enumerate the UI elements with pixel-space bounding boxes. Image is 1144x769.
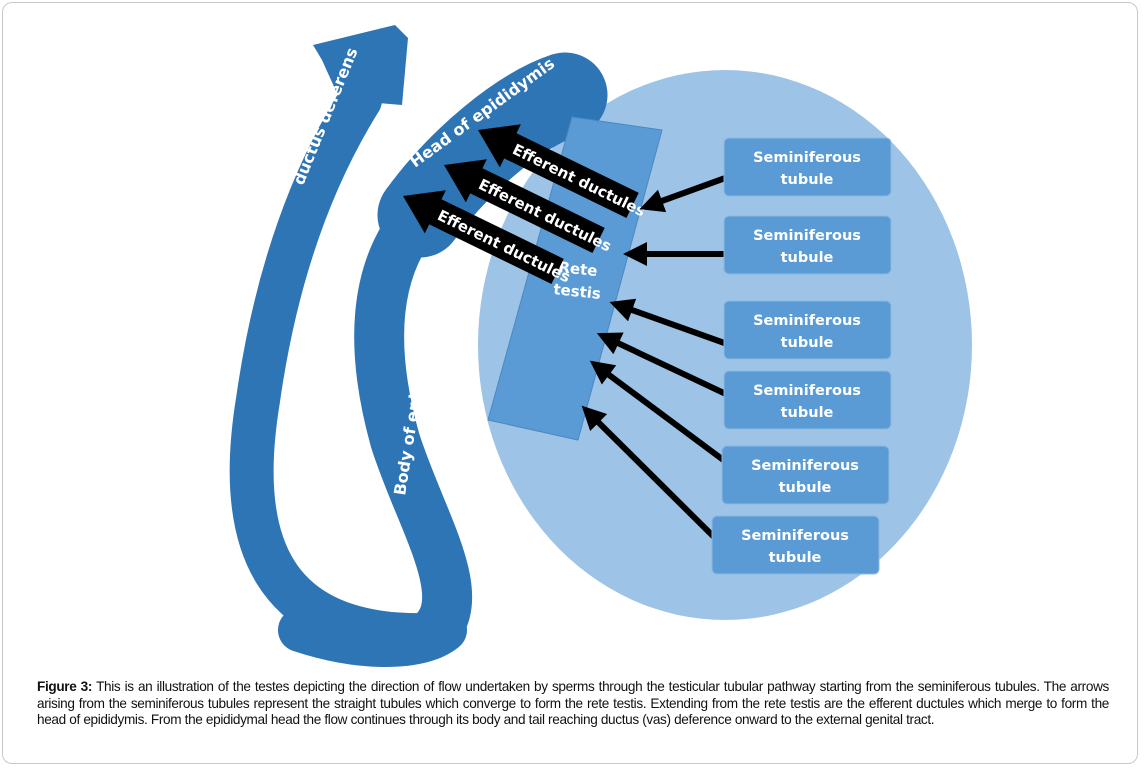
tubule-label-2: tubule [781, 335, 834, 351]
seminiferous-tubule: Seminiferous tubule [723, 370, 892, 430]
caption-text: This is an illustration of the testes de… [37, 679, 1109, 727]
seminiferous-tubule: Seminiferous tubule [711, 515, 880, 575]
ductus-arrowhead [313, 25, 408, 105]
seminiferous-tubule: Seminiferous tubule [723, 300, 892, 360]
rete-testis-label-2: testis [553, 280, 602, 303]
straight-tubule-arrow [581, 405, 720, 543]
straight-tubule-arrow [596, 332, 730, 398]
tubule-label-2: tubule [781, 250, 834, 266]
figure-caption: Figure 3: This is an illustration of the… [37, 679, 1109, 729]
tubule-label-1: Seminiferous [753, 313, 861, 329]
tubule-label-2: tubule [781, 405, 834, 421]
body-of-epididymis-shape [354, 190, 473, 660]
straight-tubule-arrow [639, 174, 730, 213]
tubule-label-2: tubule [781, 172, 834, 188]
tail-of-epididymis-shape [278, 608, 467, 667]
tubule-label-2: tubule [779, 480, 832, 496]
seminiferous-tubule: Seminiferous tubule [723, 137, 892, 197]
testis-diagram: Rete testis ductus deferens Head of epid… [229, 25, 972, 667]
arrow-shape [478, 124, 639, 218]
straight-tubule-arrows [581, 174, 732, 543]
tubule-label-1: Seminiferous [741, 528, 849, 544]
tubule-label-2: tubule [769, 550, 822, 566]
straight-tubule-arrow [609, 298, 732, 348]
rete-testis-label-1: Rete [558, 258, 599, 280]
seminiferous-tubule: Seminiferous tubule [723, 215, 892, 275]
seminiferous-tubule: Seminiferous tubule [721, 445, 890, 505]
tubule-label-1: Seminiferous [753, 228, 861, 244]
tubule-label-1: Seminiferous [753, 383, 861, 399]
arrow-shape [444, 159, 605, 253]
tubule-label-1: Seminiferous [751, 458, 859, 474]
arrow-shape [403, 190, 564, 284]
caption-label: Figure 3: [37, 679, 93, 694]
tubule-label-1: Seminiferous [753, 150, 861, 166]
straight-tubule-arrow [589, 360, 728, 465]
